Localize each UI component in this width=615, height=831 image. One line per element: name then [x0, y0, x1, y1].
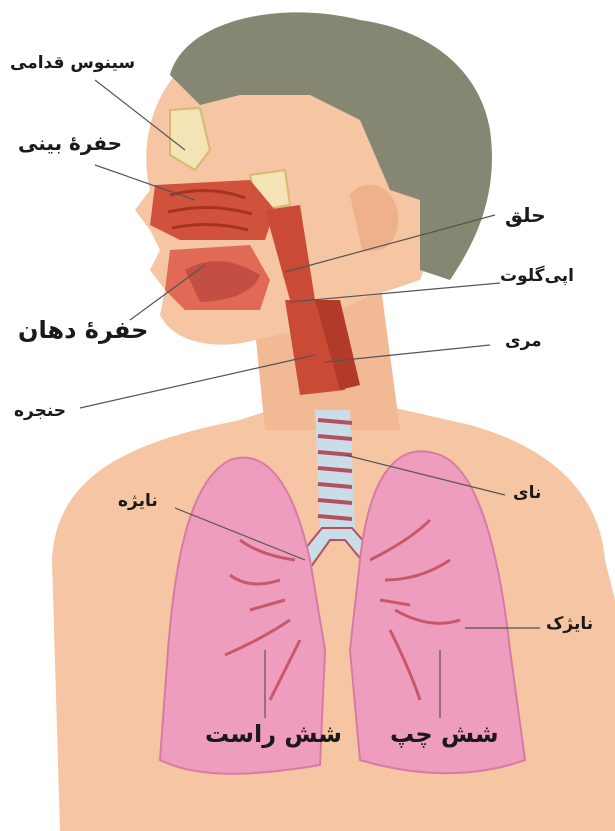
label-frontal-sinus: سینوس قدامی: [10, 55, 135, 72]
label-trachea: نای: [513, 485, 541, 502]
label-larynx: حنجره: [14, 403, 66, 420]
label-esophagus: مری: [505, 333, 542, 350]
label-oral-cavity: حفرهٔ دهان: [18, 318, 148, 342]
label-right-lung: شش راست: [205, 722, 342, 746]
nasal-cavity-shape: [150, 180, 275, 240]
label-bronchiole: نایژک: [546, 616, 593, 633]
label-pharynx: حلق: [505, 205, 546, 225]
label-left-lung: شش چپ: [390, 722, 499, 746]
label-nasal-cavity: حفرهٔ بینی: [18, 133, 122, 153]
label-bronchus: نایژه: [118, 493, 158, 510]
label-epiglottis: اپی‌گلوت: [500, 268, 574, 285]
